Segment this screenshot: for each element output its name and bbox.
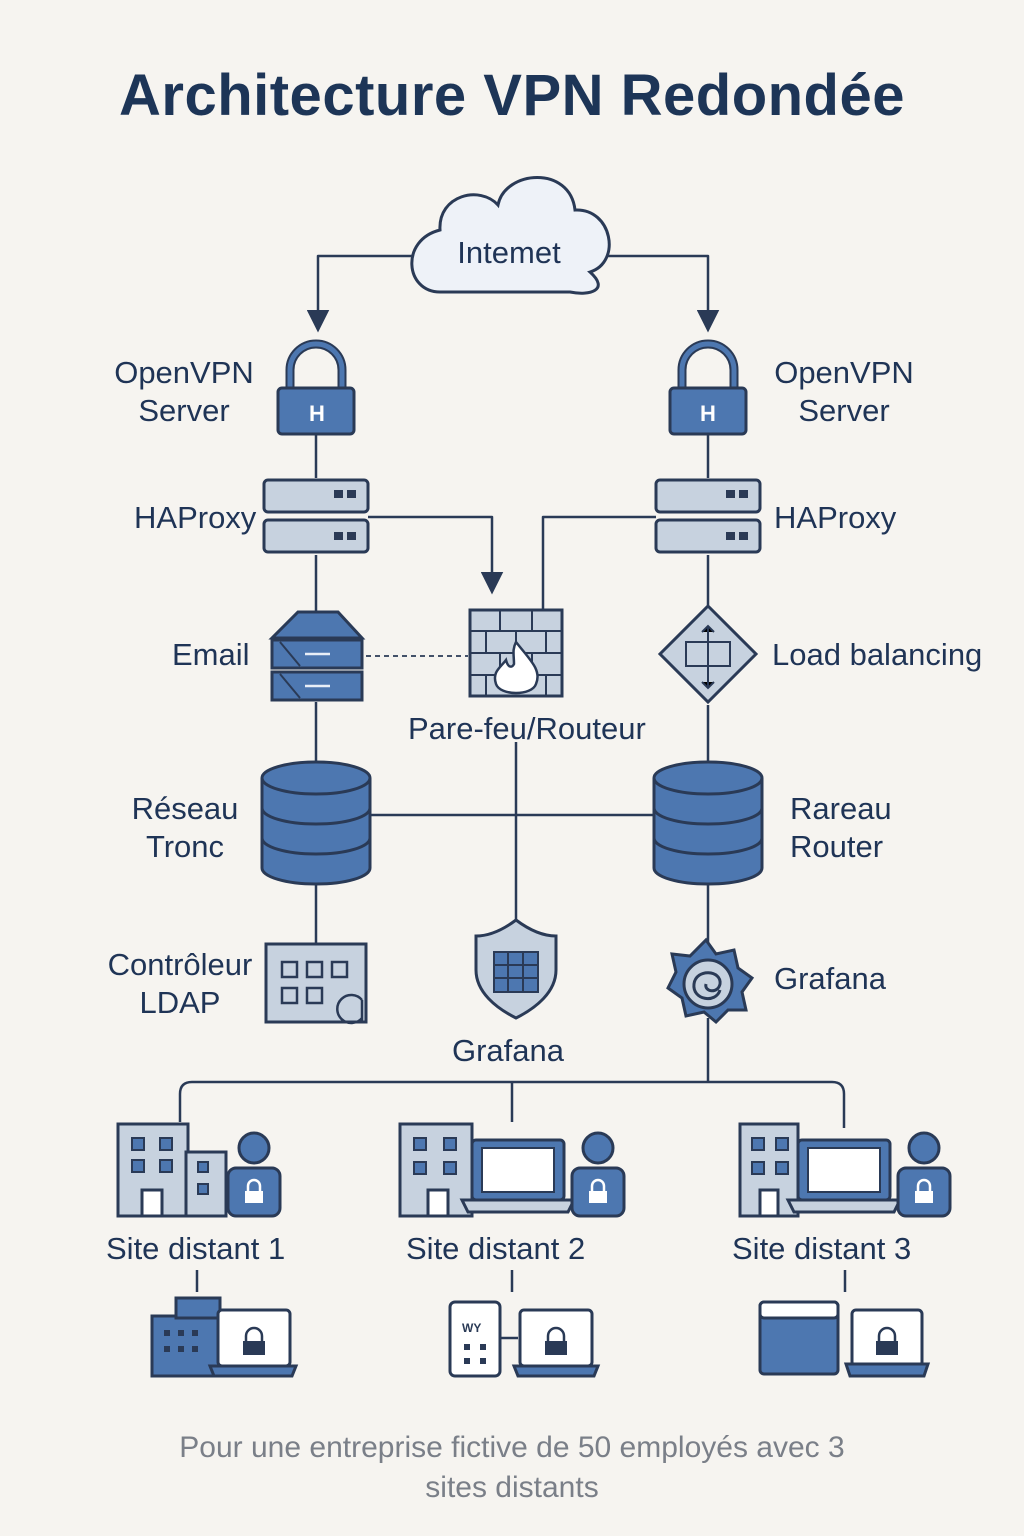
firewall-icon — [468, 608, 564, 698]
load-balancing-label: Load balancing — [772, 637, 983, 672]
server-rack-icon-left — [262, 478, 370, 554]
building-laptop-user-icon-site3 — [738, 1122, 952, 1218]
page-title: Architecture VPN Redondée — [118, 63, 905, 128]
building-user-icon-site1 — [116, 1122, 282, 1218]
padlock-icon-right — [668, 339, 748, 436]
ldap-line1: Contrôleur — [107, 947, 253, 982]
ldap-label: Contrôleur LDAP — [96, 946, 264, 1022]
grafana-icon — [666, 937, 755, 1025]
openvpn-left-line1: OpenVPN — [114, 355, 254, 390]
ldap-panel-icon — [264, 942, 368, 1025]
load-balancer-icon — [657, 603, 759, 705]
haproxy-right-label: HAProxy — [774, 500, 897, 535]
openvpn-right-line1: OpenVPN — [774, 355, 914, 390]
site-3-label: Site distant 3 — [732, 1231, 912, 1266]
rareau-router-line1: Rareau — [790, 791, 892, 826]
caption-line2: sites distants — [425, 1471, 599, 1504]
cloud-icon — [410, 176, 611, 295]
openvpn-right-line2: Server — [798, 393, 890, 428]
reseau-tronc-line2: Tronc — [145, 829, 225, 864]
firewall-label: Pare-feu/Routeur — [408, 711, 646, 746]
connectors — [178, 254, 847, 1292]
building-laptop-user-icon-site2 — [398, 1122, 626, 1218]
connector-internet-openvpn-left — [306, 254, 413, 333]
reseau-tronc-line1: Réseau — [131, 791, 239, 826]
haproxy-left-label: HAProxy — [134, 500, 257, 535]
openvpn-left-label: OpenVPN Server — [92, 354, 276, 430]
openvpn-left-line2: Server — [138, 393, 230, 428]
building-laptop-icon-bottom1 — [150, 1296, 299, 1378]
caption: Pour une entreprise fictive de 50 employ… — [112, 1428, 912, 1508]
openvpn-right-label: OpenVPN Server — [752, 354, 936, 430]
mail-appliance-icon — [268, 610, 366, 702]
rareau-router-label: Rareau Router — [790, 790, 892, 866]
site-2-label: Site distant 2 — [406, 1231, 586, 1266]
svg-text:WY: WY — [462, 1321, 481, 1335]
internet-label: Intemet — [457, 235, 561, 270]
openvpn-left-badge: H — [309, 401, 325, 426]
grafana-center-label: Grafana — [452, 1033, 565, 1068]
openvpn-right-badge: H — [700, 401, 716, 426]
database-icon-right — [652, 760, 764, 886]
connector-site-ticks — [195, 1270, 847, 1292]
email-label: Email — [172, 637, 250, 672]
caption-line1: Pour une entreprise fictive de 50 employ… — [179, 1431, 845, 1464]
window-laptop-icon-bottom3 — [758, 1300, 931, 1378]
reseau-tronc-label: Réseau Tronc — [110, 790, 260, 866]
shield-icon — [474, 918, 558, 1020]
phone-laptop-icon-bottom2: WY — [448, 1300, 601, 1378]
connector-grafana-sites — [178, 1018, 846, 1128]
connector-haproxy-firewall — [368, 515, 504, 595]
database-icon-left — [260, 760, 372, 886]
connector-haproxy-right-firewall — [541, 515, 656, 610]
server-rack-icon-right — [654, 478, 762, 554]
rareau-router-line2: Router — [790, 829, 884, 864]
padlock-icon-left — [276, 339, 356, 436]
ldap-line2: LDAP — [139, 985, 221, 1020]
connector-internet-openvpn-right — [608, 254, 720, 333]
site-1-label: Site distant 1 — [106, 1231, 286, 1266]
grafana-right-label: Grafana — [774, 961, 887, 996]
